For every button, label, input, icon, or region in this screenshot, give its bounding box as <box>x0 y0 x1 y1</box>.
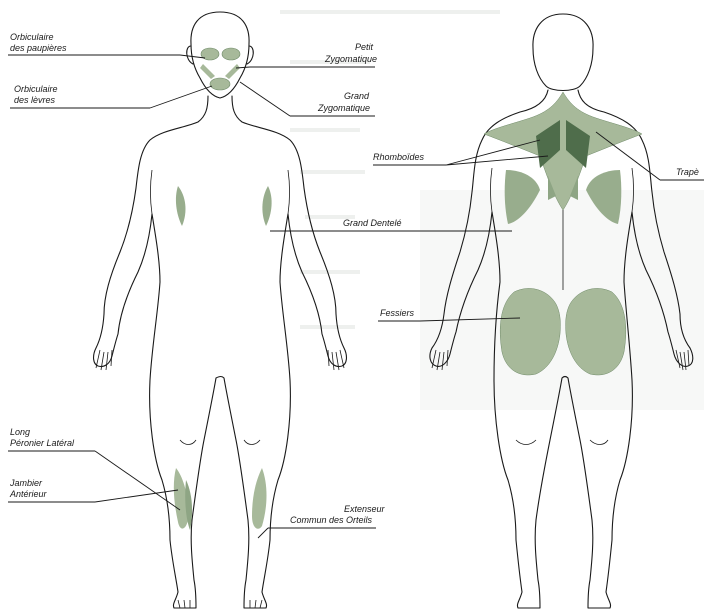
back-knee-left <box>516 440 536 445</box>
label-extenseur: Extenseur Commun des Orteils <box>258 504 386 538</box>
label-orbiculaire-levres-line2: des lèvres <box>14 95 56 105</box>
pointer-line <box>95 451 180 510</box>
back-knee-right <box>590 440 608 445</box>
front-inner-arm-left <box>151 170 153 214</box>
label-grand-zygomatique-line1: Grand <box>344 91 370 101</box>
back-head-outline <box>533 14 593 91</box>
petit-zygomatique-left-muscle <box>200 64 215 79</box>
front-knee-left <box>180 440 196 445</box>
front-fingers-right <box>328 350 344 370</box>
label-petit-zygomatique-line2: Zygomatique <box>324 54 377 64</box>
orbiculaire-levres-muscle <box>210 78 230 90</box>
label-jambier-anterieur: Jambier Antérieur <box>8 478 178 502</box>
label-orbiculaire-levres-line1: Orbiculaire <box>14 84 58 94</box>
pointer-line <box>240 82 290 116</box>
front-inner-arm-right <box>288 170 290 214</box>
front-grand-dentele-right-muscle <box>262 186 271 226</box>
label-orbiculaire-paupieres: Orbiculaire des paupières <box>8 32 205 58</box>
label-grand-dentele-text: Grand Dentelé <box>343 218 402 228</box>
label-extenseur-line2: Commun des Orteils <box>290 515 373 525</box>
pointer-line <box>258 528 268 538</box>
label-grand-zygomatique: Grand Zygomatique <box>240 82 375 116</box>
pointer-line <box>150 86 212 108</box>
orbiculaire-paupieres-right-muscle <box>222 48 240 60</box>
label-jambier-anterieur-line1: Jambier <box>9 478 43 488</box>
extenseur-commun-muscle <box>252 468 267 529</box>
front-fingers-left <box>96 350 112 370</box>
label-petit-zygomatique: Petit Zygomatique <box>236 42 377 68</box>
label-orbiculaire-levres: Orbiculaire des lèvres <box>10 84 212 108</box>
label-petit-zygomatique-line1: Petit <box>355 42 374 52</box>
label-rhomboides-text: Rhomboïdes <box>373 152 425 162</box>
label-orbiculaire-paupieres-line2: des paupières <box>10 43 67 53</box>
front-grand-dentele-left-muscle <box>176 186 186 226</box>
label-jambier-anterieur-line2: Antérieur <box>9 489 48 499</box>
label-long-peronier-line2: Péronier Latéral <box>10 438 75 448</box>
front-knee-right <box>244 440 260 445</box>
label-trapeze-text: Trapè <box>676 167 699 177</box>
front-toes <box>178 600 262 608</box>
grand-zygomatique-right-muscle <box>225 64 240 79</box>
label-extenseur-line1: Extenseur <box>344 504 386 514</box>
label-orbiculaire-paupieres-line1: Orbiculaire <box>10 32 54 42</box>
label-fessiers-text: Fessiers <box>380 308 415 318</box>
label-grand-zygomatique-line2: Zygomatique <box>317 103 370 113</box>
label-long-peronier-line1: Long <box>10 427 30 437</box>
